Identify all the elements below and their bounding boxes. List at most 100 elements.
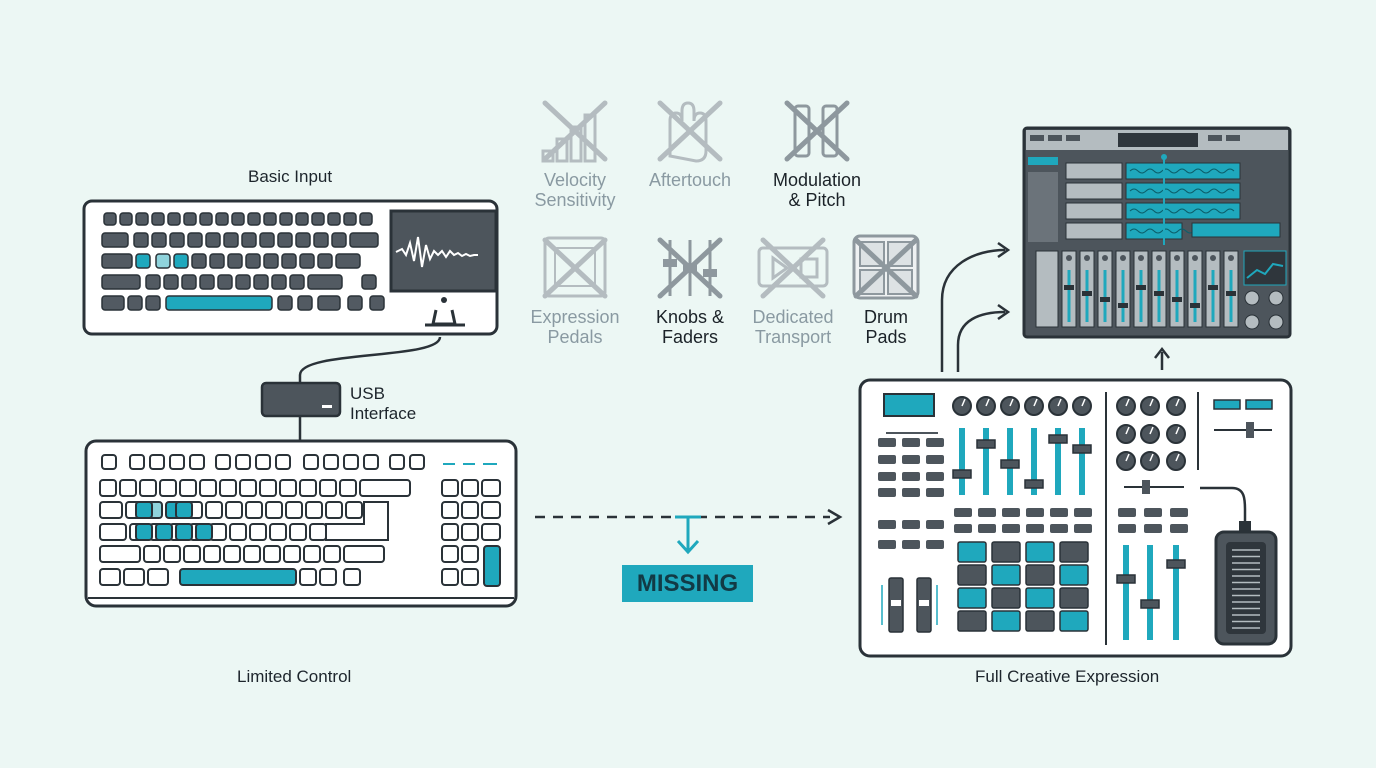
drum-pad xyxy=(1025,610,1055,632)
key xyxy=(461,523,479,541)
daw-mixer xyxy=(1035,250,1284,330)
button xyxy=(878,438,896,447)
key xyxy=(227,253,243,269)
button xyxy=(902,488,920,497)
key xyxy=(289,274,305,290)
key xyxy=(181,274,197,290)
enter-key xyxy=(325,501,389,541)
key xyxy=(259,232,275,248)
fader-cap xyxy=(1000,459,1020,469)
key xyxy=(231,212,245,226)
key xyxy=(325,501,343,519)
drum-pad xyxy=(957,610,987,632)
button xyxy=(1144,508,1162,517)
key xyxy=(243,545,261,563)
key xyxy=(281,253,297,269)
key xyxy=(303,545,321,563)
key xyxy=(343,545,385,563)
key xyxy=(263,545,281,563)
drum-pad xyxy=(1059,587,1089,609)
transport-crossed-icon xyxy=(757,237,829,299)
key xyxy=(319,568,337,586)
key xyxy=(327,212,341,226)
controller-parts xyxy=(878,396,1273,640)
key xyxy=(277,232,293,248)
key xyxy=(223,545,241,563)
key xyxy=(389,454,405,470)
button xyxy=(926,455,944,464)
feature-caption-line1: Dedicated xyxy=(752,307,834,327)
controller-display xyxy=(883,393,935,417)
key xyxy=(135,212,149,226)
key xyxy=(225,501,243,519)
key-highlight xyxy=(155,523,173,541)
key xyxy=(441,501,459,519)
button xyxy=(1026,524,1044,533)
drum-pad xyxy=(957,587,987,609)
feature-caption-line2: Pads xyxy=(865,327,907,347)
key xyxy=(263,253,279,269)
key xyxy=(169,454,185,470)
button xyxy=(1074,524,1092,533)
track-header xyxy=(1065,202,1123,220)
wheels-crossed-icon xyxy=(784,100,850,162)
feature-caption-4: Knobs &Faders xyxy=(620,307,760,347)
key xyxy=(441,523,459,541)
key xyxy=(317,295,341,311)
key xyxy=(299,479,317,497)
key xyxy=(223,232,239,248)
key xyxy=(275,454,291,470)
key xyxy=(295,232,311,248)
key xyxy=(101,274,141,290)
key xyxy=(253,274,269,290)
key xyxy=(167,212,181,226)
key xyxy=(133,232,149,248)
key xyxy=(229,523,247,541)
key xyxy=(359,479,411,497)
button xyxy=(954,508,972,517)
key xyxy=(481,523,501,541)
key xyxy=(269,523,287,541)
key-highlight xyxy=(135,523,153,541)
key xyxy=(163,274,179,290)
key xyxy=(265,501,283,519)
key-highlight xyxy=(175,501,193,519)
key xyxy=(191,253,207,269)
usb-label-line1: USB xyxy=(350,384,385,403)
bars-crossed-icon xyxy=(541,100,608,163)
drum-pad xyxy=(1025,564,1055,586)
key xyxy=(151,232,167,248)
key xyxy=(217,274,233,290)
button xyxy=(902,455,920,464)
key xyxy=(179,479,197,497)
button xyxy=(902,438,920,447)
waveform-icon xyxy=(395,236,478,268)
key xyxy=(359,212,373,226)
basic-keyboard-with-monitor xyxy=(82,199,499,336)
button xyxy=(878,488,896,497)
faders-crossed-icon xyxy=(657,237,723,299)
monitor-stand xyxy=(431,309,457,326)
drum-pad xyxy=(1025,587,1055,609)
key xyxy=(99,523,127,541)
key xyxy=(313,232,329,248)
key xyxy=(409,454,425,470)
button xyxy=(926,472,944,481)
button xyxy=(978,508,996,517)
key xyxy=(441,479,459,497)
key xyxy=(199,274,215,290)
key xyxy=(299,253,315,269)
button xyxy=(926,540,944,549)
drum-pad xyxy=(1059,564,1089,586)
key xyxy=(239,479,257,497)
key xyxy=(317,253,333,269)
key xyxy=(289,523,307,541)
key xyxy=(441,568,459,586)
track-clip xyxy=(1125,182,1241,200)
feature-caption-1: Aftertouch xyxy=(620,170,760,190)
button xyxy=(902,540,920,549)
key xyxy=(347,295,363,311)
key xyxy=(159,479,177,497)
key xyxy=(461,501,479,519)
